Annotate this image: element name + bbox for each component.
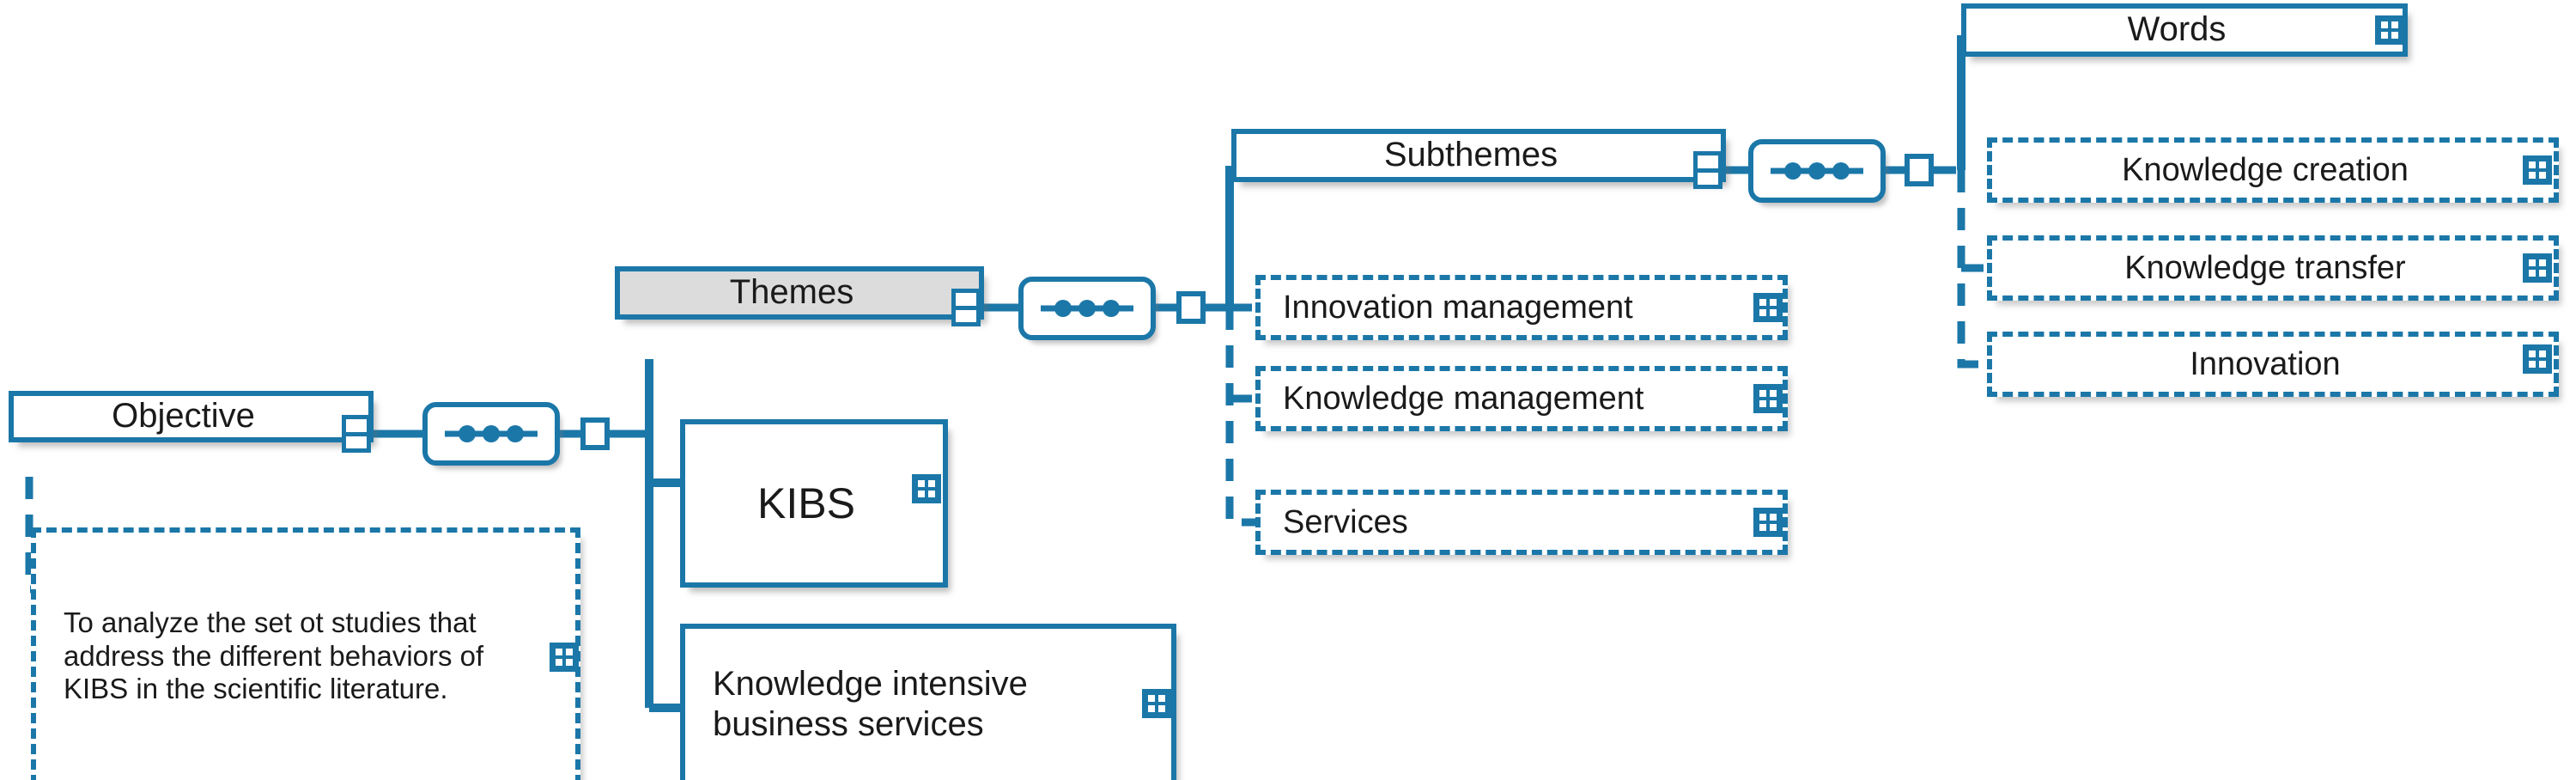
node-knowledge-transfer-label: Knowledge transfer (2124, 249, 2406, 286)
innovation-management-grid-2x2-icon[interactable] (1753, 293, 1783, 322)
node-knowledge-management-label: Knowledge management (1283, 380, 1644, 417)
node-objective[interactable]: Objective (9, 391, 374, 442)
node-innovation-management[interactable]: Innovation management (1255, 275, 1788, 340)
knowledge-creation-grid-2x2-icon[interactable] (2523, 155, 2552, 185)
node-objective-detail-label: To analyze the set ot studies that addre… (64, 606, 484, 705)
relation-dots-icon (445, 425, 538, 442)
node-themes-label: Themes (729, 273, 854, 312)
wire-words-trunk-dashed (1957, 170, 1987, 369)
wire-subthemes-trunk-dashed (1225, 308, 1255, 527)
services-grid-2x2-icon[interactable] (1753, 508, 1783, 537)
relation-pill-objective-themes[interactable] (422, 402, 560, 466)
node-subthemes[interactable]: Subthemes (1231, 129, 1726, 182)
node-subthemes-label: Subthemes (1383, 136, 1558, 174)
node-knowledge-creation-label: Knowledge creation (2122, 151, 2409, 188)
innovation-grid-2x2-icon[interactable] (2523, 344, 2552, 374)
knowledge-transfer-grid-2x2-icon[interactable] (2523, 253, 2552, 283)
words-grid-2x2-icon[interactable] (2375, 15, 2404, 45)
node-services[interactable]: Services (1255, 490, 1788, 555)
knowledge-management-grid-2x2-icon[interactable] (1753, 384, 1783, 413)
kibs-full-grid-2x2-icon[interactable] (1142, 689, 1171, 718)
node-innovation[interactable]: Innovation (1987, 332, 2559, 397)
themes-grid-1x2-icon[interactable] (951, 289, 981, 326)
node-kibs-label: KIBS (757, 478, 855, 527)
node-kibs[interactable]: KIBS (680, 419, 948, 588)
node-objective-detail[interactable]: To analyze the set ot studies that addre… (31, 527, 580, 780)
node-knowledge-creation[interactable]: Knowledge creation (1987, 137, 2559, 203)
node-words[interactable]: Words (1961, 3, 2408, 57)
node-knowledge-transfer[interactable]: Knowledge transfer (1987, 235, 2559, 301)
relation-pill-themes-subthemes[interactable] (1018, 277, 1156, 340)
objective-detail-grid-2x2-icon[interactable] (550, 643, 579, 672)
pill3-square-handle-icon[interactable] (1905, 154, 1934, 186)
pill1-square-handle-icon[interactable] (580, 417, 610, 450)
relation-pill-subthemes-words[interactable] (1748, 139, 1886, 203)
node-services-label: Services (1283, 503, 1408, 540)
node-objective-label: Objective (112, 397, 255, 436)
node-kibs-full-label: Knowledge intensive business services (713, 664, 1028, 743)
subthemes-grid-1x2-icon[interactable] (1693, 151, 1722, 189)
pill2-square-handle-icon[interactable] (1176, 291, 1206, 324)
node-innovation-label: Innovation (2190, 345, 2341, 382)
node-kibs-full[interactable]: Knowledge intensive business services (680, 624, 1176, 780)
relation-dots-icon (1041, 300, 1133, 317)
relation-dots-icon (1771, 162, 1863, 180)
node-words-label: Words (2127, 10, 2227, 49)
kibs-grid-2x2-icon[interactable] (912, 474, 941, 503)
node-themes[interactable]: Themes (615, 266, 984, 320)
wire-words-trunk-solid (1957, 35, 1985, 170)
objective-grid-1x2-icon[interactable] (342, 415, 371, 453)
node-knowledge-management[interactable]: Knowledge management (1255, 366, 1788, 431)
node-innovation-management-label: Innovation management (1283, 289, 1633, 326)
